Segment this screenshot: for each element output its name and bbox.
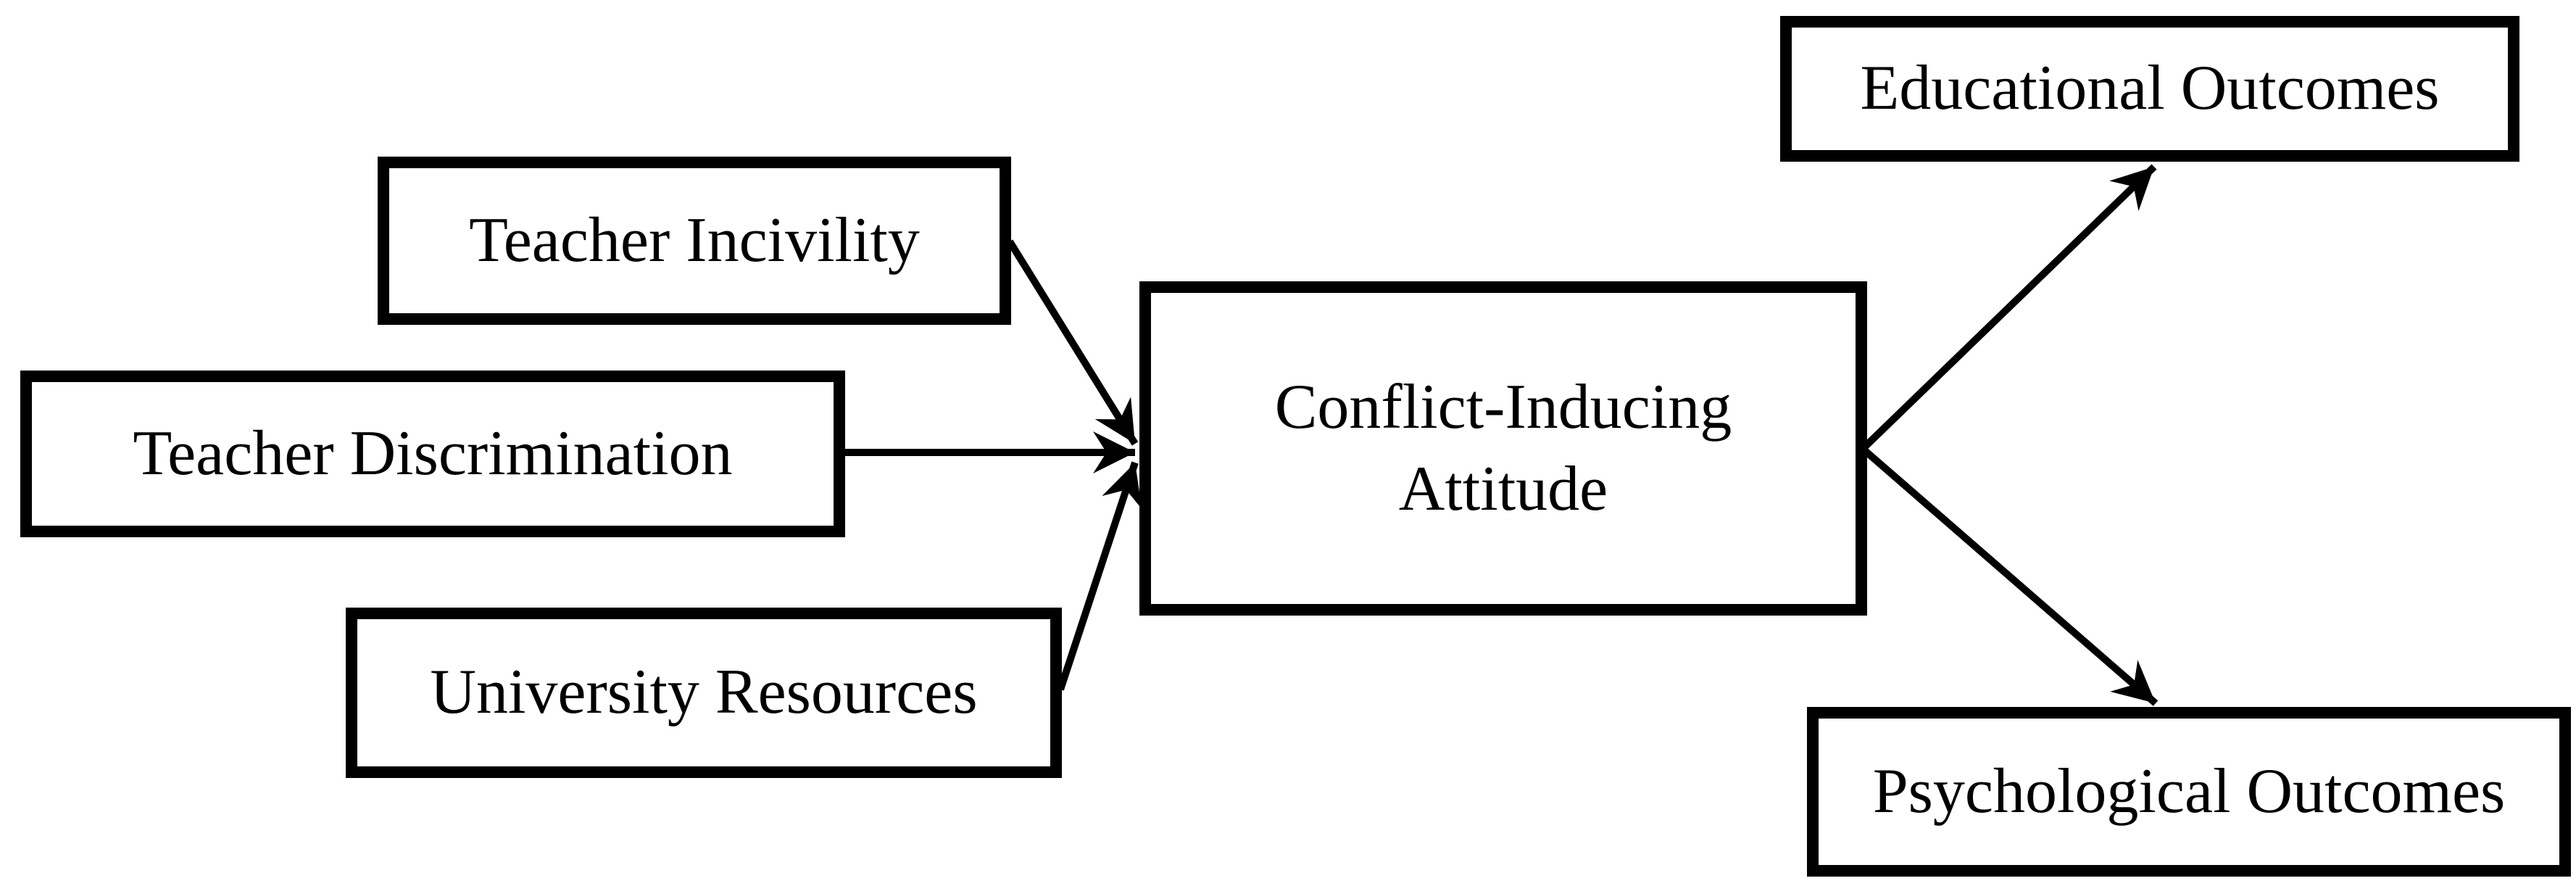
arrow-attitude-to-psychological-outcomes [1860,446,2159,706]
node-university-resources: University Resources [346,608,1062,778]
node-conflict-inducing-attitude-label: Conflict-Inducing Attitude [1274,371,1732,524]
node-teacher-discrimination-label: Teacher Discrimination [133,418,733,489]
arrow-university-resources-to-attitude [1057,461,1142,691]
node-university-resources-label: University Resources [430,657,978,728]
arrow-teacher-incivility-to-attitude [1006,239,1139,446]
node-teacher-incivility: Teacher Incivility [378,157,1011,325]
node-psychological-outcomes-label: Psychological Outcomes [1872,756,2506,827]
node-educational-outcomes: Educational Outcomes [1780,16,2519,162]
node-teacher-discrimination: Teacher Discrimination [20,371,845,537]
arrow-attitude-to-educational-outcomes [1860,164,2157,452]
node-psychological-outcomes: Psychological Outcomes [1807,707,2571,877]
node-conflict-inducing-attitude: Conflict-Inducing Attitude [1139,281,1867,616]
node-educational-outcomes-label: Educational Outcomes [1860,53,2440,124]
node-teacher-incivility-label: Teacher Incivility [469,204,920,276]
